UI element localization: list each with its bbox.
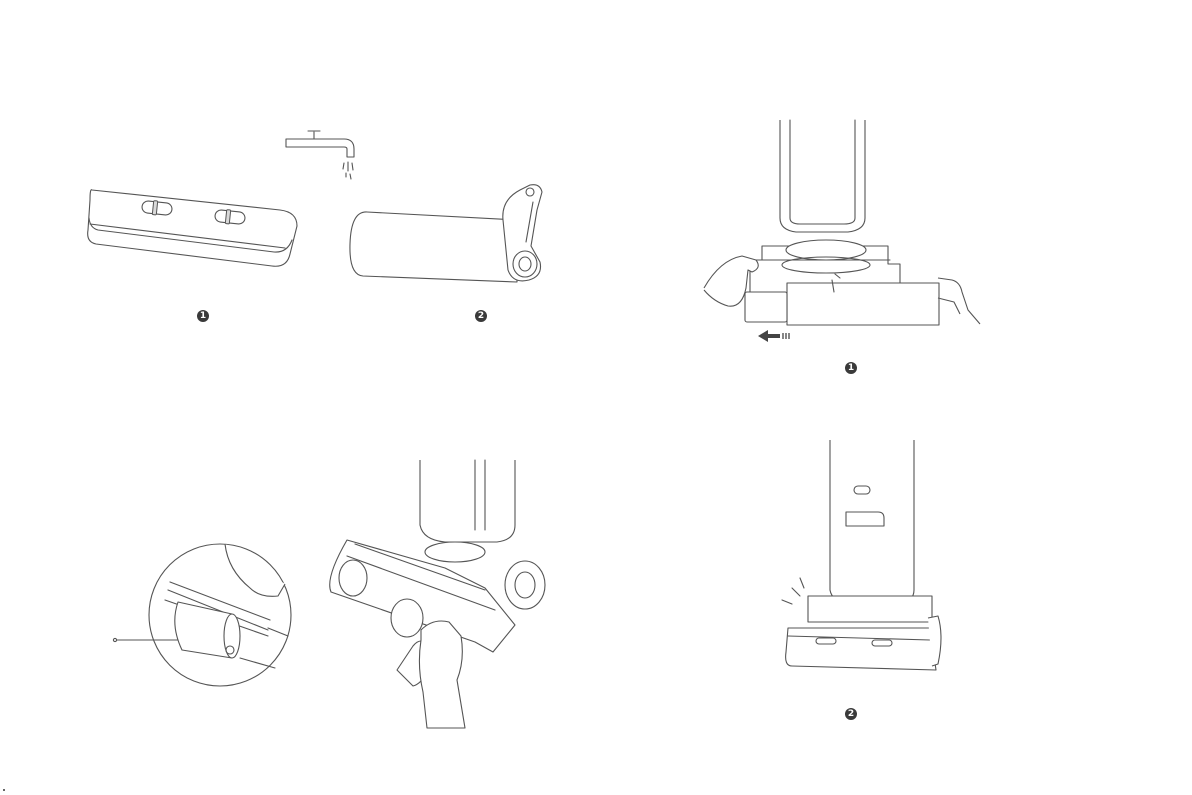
step-badge-2: 2: [475, 310, 487, 322]
step-badge-1: 1: [197, 310, 209, 322]
faucet-icon: [284, 127, 364, 182]
step-badge-2: 2: [845, 708, 857, 720]
reinstall-illustration: [780, 440, 960, 685]
filter-illustration: [80, 180, 310, 280]
corner-mark: [3, 789, 5, 791]
step-badge-1: 1: [845, 362, 857, 374]
roller-removal-illustration: [700, 120, 1000, 345]
roller-detail-magnified: [110, 540, 295, 690]
roller-illustration: [345, 180, 555, 290]
wiping-illustration: [325, 460, 555, 730]
click-sound-icon: [782, 578, 804, 604]
arrow-left-icon: [758, 330, 789, 342]
